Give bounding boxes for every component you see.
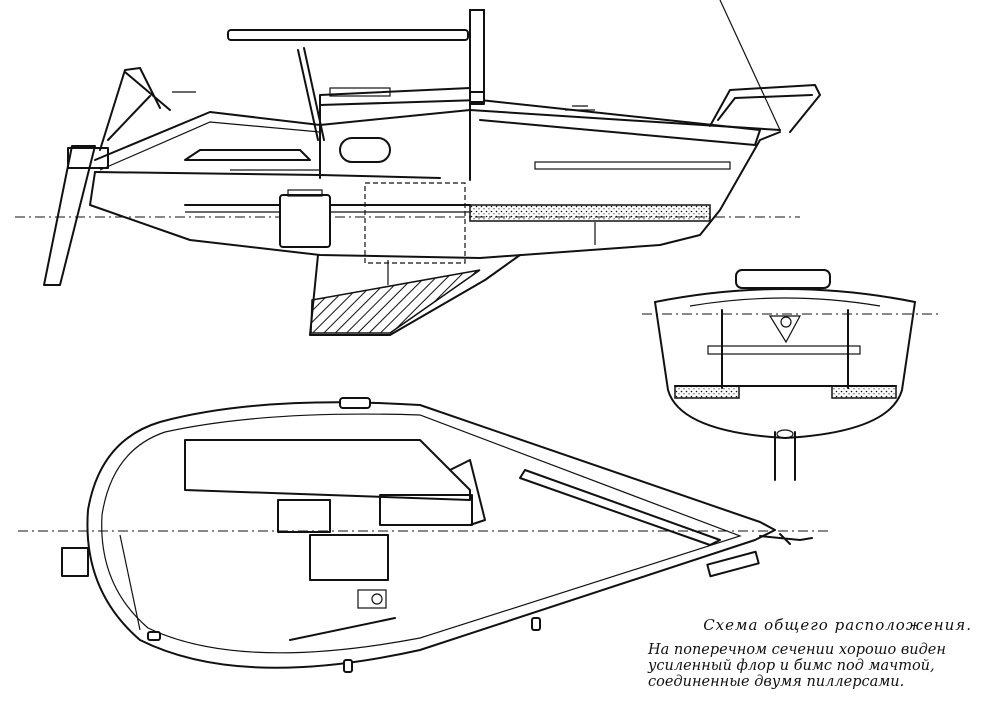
plan-sink bbox=[357, 589, 387, 609]
boom bbox=[227, 29, 469, 41]
floor-right bbox=[831, 385, 897, 399]
floor-left bbox=[674, 385, 740, 399]
section-deck-beam bbox=[689, 297, 881, 307]
ballast-floor bbox=[469, 204, 711, 222]
plan-bow-fitting bbox=[759, 533, 813, 545]
mast-base bbox=[780, 316, 792, 328]
hatch-slide bbox=[329, 87, 391, 97]
keel-ballast bbox=[310, 269, 481, 334]
cross-section-view bbox=[642, 269, 938, 481]
plan-hull-outline bbox=[86, 401, 776, 669]
plan-stanchion-2 bbox=[531, 617, 541, 631]
section-berth bbox=[707, 345, 861, 355]
deck-cleat bbox=[565, 105, 595, 111]
plan-deck-hatch bbox=[339, 397, 371, 409]
side-elevation-view bbox=[15, 0, 821, 336]
section-hatch bbox=[735, 269, 831, 289]
keel-root bbox=[776, 429, 794, 439]
plan-cockpit bbox=[184, 439, 471, 501]
figure-caption: Схема общего расположения. На поперечном… bbox=[636, 616, 976, 690]
plan-cabin-table bbox=[379, 494, 473, 526]
toerail bbox=[99, 121, 321, 171]
interior-compartment bbox=[364, 182, 466, 264]
caption-line: соединенные двумя пиллерсами. bbox=[648, 674, 905, 690]
caption-title: Схема общего расположения. bbox=[703, 616, 972, 634]
mast-step bbox=[469, 91, 485, 105]
mast-socket bbox=[768, 315, 802, 344]
engine-box bbox=[279, 194, 331, 248]
section-keel bbox=[774, 431, 796, 481]
rudder bbox=[43, 145, 96, 286]
engine-top bbox=[287, 189, 323, 197]
deckhouse bbox=[319, 87, 481, 181]
forestay bbox=[719, 0, 781, 131]
plan-view bbox=[18, 397, 830, 673]
stern-pulpit bbox=[99, 67, 171, 151]
plan-sink-drain bbox=[371, 593, 383, 605]
plan-deck-edge bbox=[101, 413, 742, 654]
plan-stanchion-3 bbox=[147, 631, 161, 641]
plan-stanchion-1 bbox=[343, 659, 353, 673]
porthole bbox=[339, 137, 391, 163]
plan-galley bbox=[309, 534, 389, 581]
foredeck bbox=[479, 99, 761, 146]
caption-line: На поперечном сечении хорошо виден bbox=[648, 642, 946, 658]
hull-profile bbox=[89, 131, 781, 259]
mast bbox=[469, 9, 485, 103]
berth-outline bbox=[534, 161, 731, 170]
plan-anchor-locker bbox=[706, 550, 760, 578]
hull-chine bbox=[94, 171, 441, 179]
bow-pulpit bbox=[709, 84, 821, 133]
caption-line: усиленный флор и бимс под мачтой, bbox=[648, 658, 935, 674]
section-hull bbox=[654, 301, 916, 439]
plan-rail bbox=[289, 617, 396, 641]
cockpit-coaming bbox=[184, 149, 311, 161]
plan-transom-line bbox=[119, 534, 141, 631]
caption-body: На поперечном сечении хорошо виден усиле… bbox=[648, 642, 976, 690]
plan-rudder-head bbox=[61, 547, 89, 577]
boom-support bbox=[297, 47, 325, 141]
section-deck bbox=[654, 288, 916, 303]
plan-sail-fold bbox=[449, 459, 486, 526]
plan-side-berth bbox=[519, 469, 721, 546]
plan-engine bbox=[277, 499, 331, 533]
rudder-head bbox=[67, 147, 109, 169]
